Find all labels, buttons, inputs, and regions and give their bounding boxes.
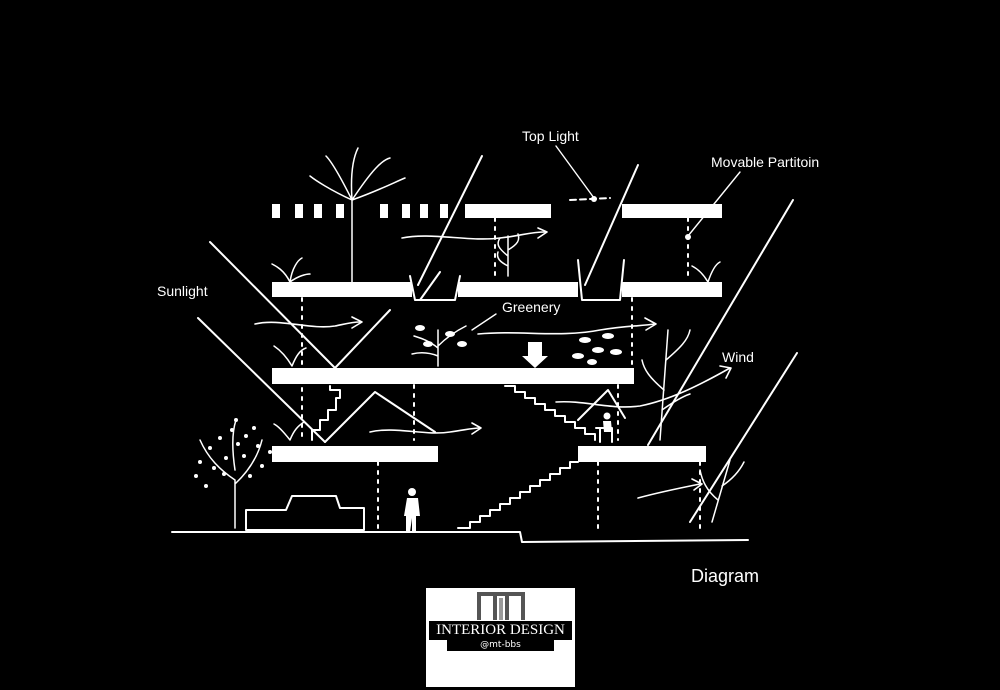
light-well-left xyxy=(409,275,461,301)
staircase-upper xyxy=(504,385,596,441)
car xyxy=(245,495,365,531)
ground-line xyxy=(171,531,749,543)
roof-parapet xyxy=(272,204,448,218)
slab-level-1-left xyxy=(272,446,438,462)
roof-slab-right xyxy=(622,204,722,218)
label-greenery: Greenery xyxy=(502,299,561,315)
label-top-light: Top Light xyxy=(522,128,579,144)
person-seated xyxy=(603,412,612,432)
staircase xyxy=(457,461,579,529)
label-sunlight: Sunlight xyxy=(157,283,208,299)
interior-design-logo: INTERIOR DESIGN @mt-bbs xyxy=(426,588,575,687)
logo-mark-icon xyxy=(477,592,525,620)
slab-level-1-right xyxy=(578,446,706,462)
slab-level-3-center xyxy=(458,282,578,297)
greenery-sketches xyxy=(199,147,745,529)
sunlight-rays xyxy=(197,155,798,523)
person-standing xyxy=(404,488,420,532)
chair xyxy=(595,427,613,443)
staircase-left xyxy=(311,385,341,441)
slab-level-3-left xyxy=(272,282,412,297)
roof-slab-center xyxy=(465,204,551,218)
slab-level-3-right xyxy=(622,282,722,297)
shrub-leaves xyxy=(415,325,622,365)
tree-foliage xyxy=(194,418,272,488)
logo-handle: @mt-bbs xyxy=(447,639,554,651)
light-well-right xyxy=(577,259,625,301)
diagram-caption: Diagram xyxy=(691,566,760,586)
wind-arrows xyxy=(254,227,732,499)
top-light-arrow xyxy=(522,342,548,368)
label-wind: Wind xyxy=(722,349,754,365)
label-movable-partition: Movable Partitoin xyxy=(711,154,820,170)
slab-level-2 xyxy=(272,368,634,384)
logo-name: INTERIOR DESIGN xyxy=(429,621,572,640)
